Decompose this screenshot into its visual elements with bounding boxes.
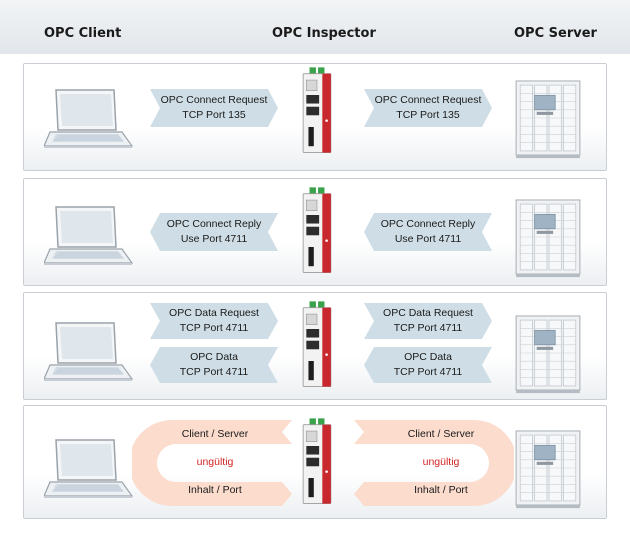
arrow-label-line2: TCP Port 4711 bbox=[179, 366, 249, 378]
inspector-device-icon bbox=[301, 418, 333, 506]
server-icon bbox=[512, 195, 584, 279]
arrow-data-left: OPC Data TCP Port 4711 bbox=[150, 347, 278, 383]
row-connect-reply: OPC Connect Reply Use Port 4711 OPC Conn… bbox=[23, 178, 607, 286]
arrow-label-line1: OPC Connect Request bbox=[160, 94, 268, 106]
u-turn-label-bottom: Inhalt / Port bbox=[188, 484, 242, 496]
arrow-label-line1: OPC Connect Reply bbox=[166, 218, 262, 230]
arrow-data-request-left: OPC Data Request TCP Port 4711 bbox=[150, 303, 278, 339]
arrow-label-line1: OPC Connect Reply bbox=[380, 218, 476, 230]
laptop-icon bbox=[44, 434, 134, 504]
arrow-left-connect-reply: OPC Connect Reply Use Port 4711 bbox=[150, 213, 278, 251]
server-icon bbox=[512, 76, 584, 160]
invalid-label: ungültig bbox=[422, 456, 460, 468]
laptop-icon bbox=[44, 84, 134, 154]
arrow-right-connect-request: OPC Connect Request TCP Port 135 bbox=[364, 89, 492, 127]
laptop-icon bbox=[44, 201, 134, 271]
arrow-label-line2: TCP Port 4711 bbox=[393, 366, 463, 378]
row-invalid: Client / Server ungültig Inhalt / Port C… bbox=[23, 405, 607, 519]
u-turn-arrow-right bbox=[354, 420, 514, 506]
arrow-label-line2: Use Port 4711 bbox=[180, 233, 248, 245]
u-turn-label-top: Client / Server bbox=[181, 428, 249, 440]
u-turn-label-top: Client / Server bbox=[407, 428, 475, 440]
inspector-device-icon bbox=[301, 187, 333, 275]
arrow-label-line1: OPC Data Request bbox=[169, 307, 259, 319]
laptop-icon bbox=[44, 317, 134, 387]
arrow-right-connect-reply: OPC Connect Reply Use Port 4711 bbox=[364, 213, 492, 251]
client-header: OPC Client bbox=[44, 26, 122, 41]
arrow-label-line1: OPC Data bbox=[190, 351, 238, 363]
arrow-label-line2: Use Port 4711 bbox=[394, 233, 462, 245]
inspector-header: OPC Inspector bbox=[272, 26, 376, 41]
arrow-label-line2: TCP Port 4711 bbox=[393, 322, 463, 334]
invalid-label: ungültig bbox=[196, 456, 234, 468]
header-band: OPC Client OPC Inspector OPC Server bbox=[0, 0, 630, 54]
arrow-left-connect-request: OPC Connect Request TCP Port 135 bbox=[150, 89, 278, 127]
row-connect-request: OPC Connect Request TCP Port 135 OPC Con… bbox=[23, 63, 607, 171]
arrow-label-line1: OPC Connect Request bbox=[374, 94, 482, 106]
u-turn-arrow-left bbox=[132, 420, 292, 506]
server-icon bbox=[512, 311, 584, 395]
u-turn-label-bottom: Inhalt / Port bbox=[414, 484, 468, 496]
arrow-data-right: OPC Data TCP Port 4711 bbox=[364, 347, 492, 383]
arrow-label-line2: TCP Port 135 bbox=[182, 109, 246, 121]
arrow-label-line2: TCP Port 135 bbox=[396, 109, 460, 121]
server-icon bbox=[512, 426, 584, 510]
arrow-label-line1: OPC Data Request bbox=[383, 307, 473, 319]
arrow-label-line2: TCP Port 4711 bbox=[179, 322, 249, 334]
inspector-device-icon bbox=[301, 67, 333, 155]
row-data-exchange: OPC Data Request TCP Port 4711 OPC Data … bbox=[23, 292, 607, 400]
inspector-device-icon bbox=[301, 301, 333, 389]
server-header: OPC Server bbox=[514, 26, 597, 41]
arrow-data-request-right: OPC Data Request TCP Port 4711 bbox=[364, 303, 492, 339]
arrow-label-line1: OPC Data bbox=[404, 351, 452, 363]
